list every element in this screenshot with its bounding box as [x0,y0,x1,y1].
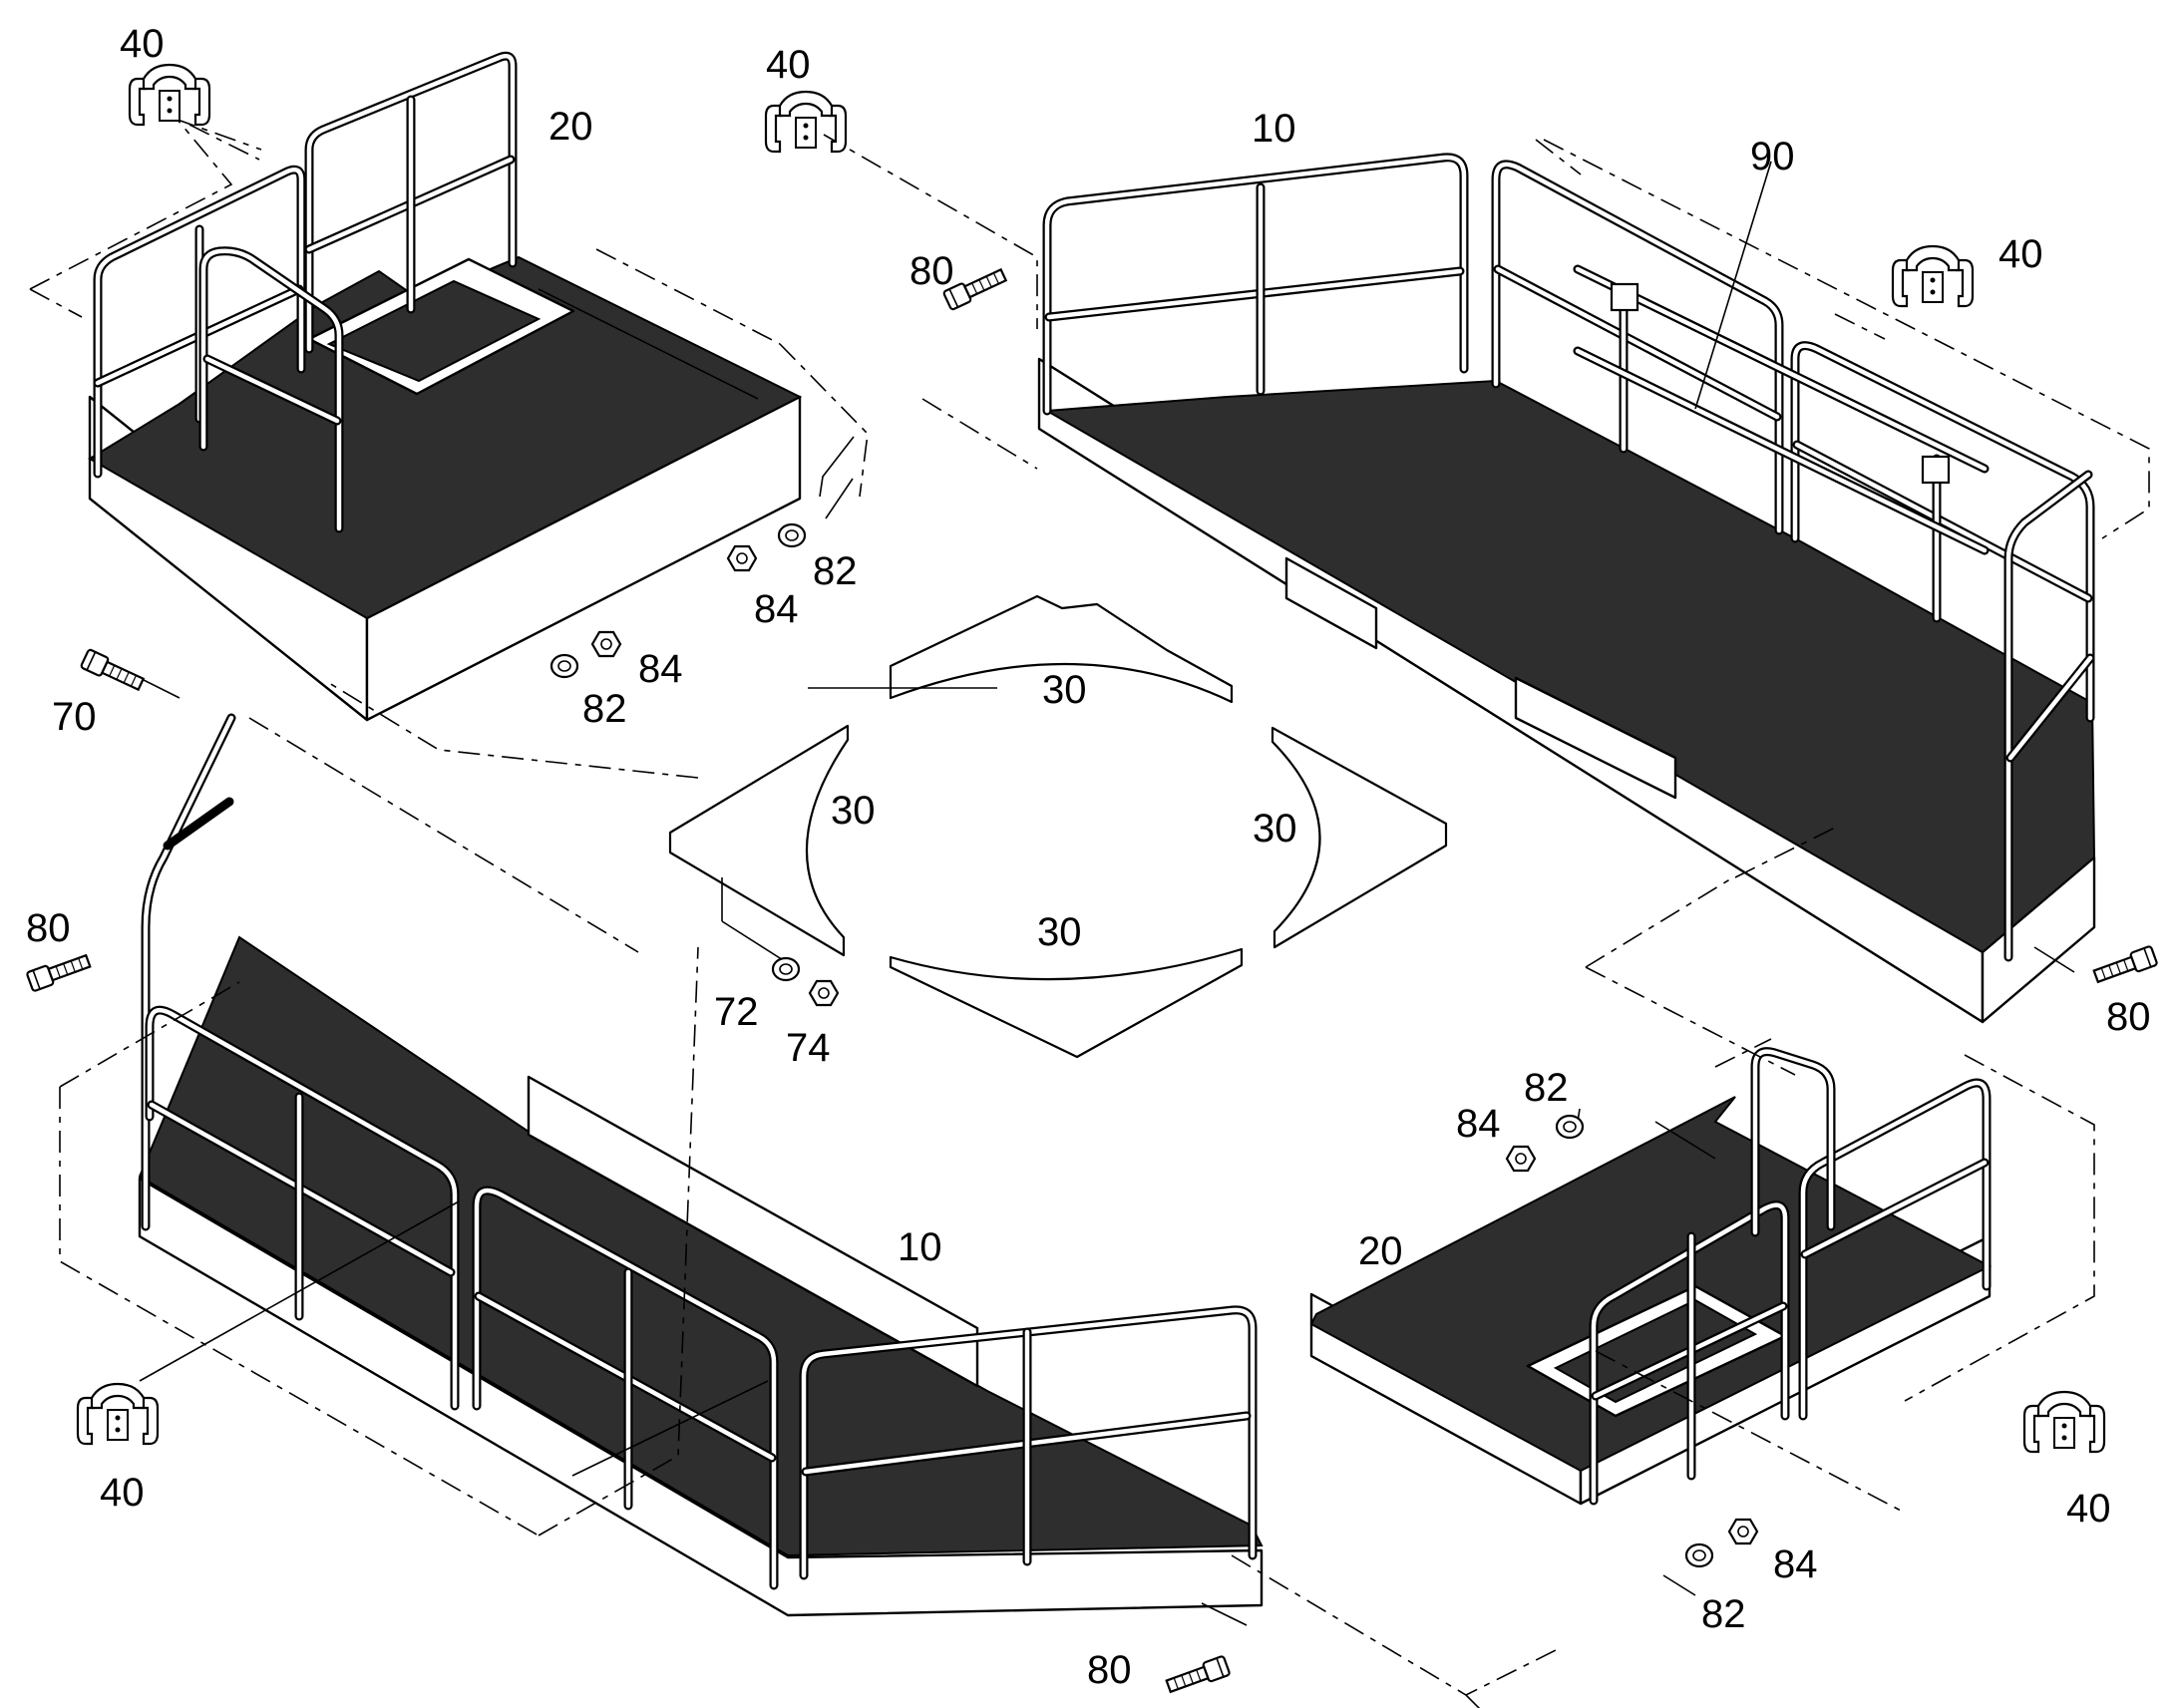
clip-40-top-right [1891,244,1975,308]
callout-70: 70 [52,695,97,739]
callout-30-top: 30 [1042,668,1087,712]
callout-82-c: 82 [1524,1066,1569,1110]
platform-bottom-left [138,713,1264,1617]
washer-82-b [549,653,579,679]
callout-80-bottom: 80 [1087,1648,1132,1692]
callout-40-bottom-left: 40 [100,1471,145,1515]
bolt-80-bottom [1164,1654,1232,1697]
callout-84-b: 84 [638,647,683,691]
callout-82-d: 82 [1701,1592,1746,1636]
washer-82-d [1684,1542,1714,1568]
washer-82-c [1555,1114,1585,1140]
nut-84-b [590,630,622,658]
callout-40-top-left: 40 [120,22,165,66]
callout-30-left: 30 [831,789,876,833]
platform-top-left [88,51,803,722]
nut-74 [808,979,840,1007]
washer-82-a [777,522,807,548]
bolt-80-left [25,950,93,993]
nut-84-a [726,544,758,572]
assembly-lines [29,118,2150,1708]
callout-80-right: 80 [2106,995,2151,1039]
bolt-70 [79,647,147,695]
clip-40-bottom-right [2022,1390,2106,1454]
clip-40-top-left [128,63,211,127]
callout-20-top-left: 20 [548,105,593,149]
callout-80-top-center: 80 [909,249,954,293]
callout-30-right: 30 [1253,807,1297,851]
clip-40-top-center [764,90,848,154]
platform-top-right [1037,153,2096,1024]
callout-72: 72 [714,990,759,1034]
callout-90: 90 [1750,135,1795,178]
callout-80-left: 80 [26,906,71,950]
callout-10-bottom: 10 [898,1225,942,1269]
callouts: 40 20 40 10 90 40 80 82 84 84 82 70 30 3… [26,22,2151,1692]
nut-84-c [1505,1145,1537,1173]
callout-40-bottom-right: 40 [2066,1487,2111,1531]
callout-84-a: 84 [754,587,799,631]
callout-74: 74 [786,1026,831,1070]
callout-20-bottom-right: 20 [1358,1229,1403,1273]
callout-40-top-right: 40 [1998,232,2043,276]
platform-bottom-right [1309,1047,1993,1506]
center-plates [668,594,1448,1059]
washer-72 [771,956,801,982]
nut-84-d [1727,1518,1759,1545]
callout-40-top-center: 40 [766,43,811,87]
callout-82-a: 82 [813,549,858,593]
callout-82-b: 82 [582,687,627,731]
callout-30-bottom: 30 [1037,910,1082,954]
callout-84-c: 84 [1456,1102,1501,1146]
ladder [1573,264,1990,623]
callout-84-d: 84 [1773,1542,1818,1586]
clip-40-bottom-left [76,1382,160,1446]
callout-10-top: 10 [1252,107,1296,151]
bolt-80-right [2091,944,2159,987]
